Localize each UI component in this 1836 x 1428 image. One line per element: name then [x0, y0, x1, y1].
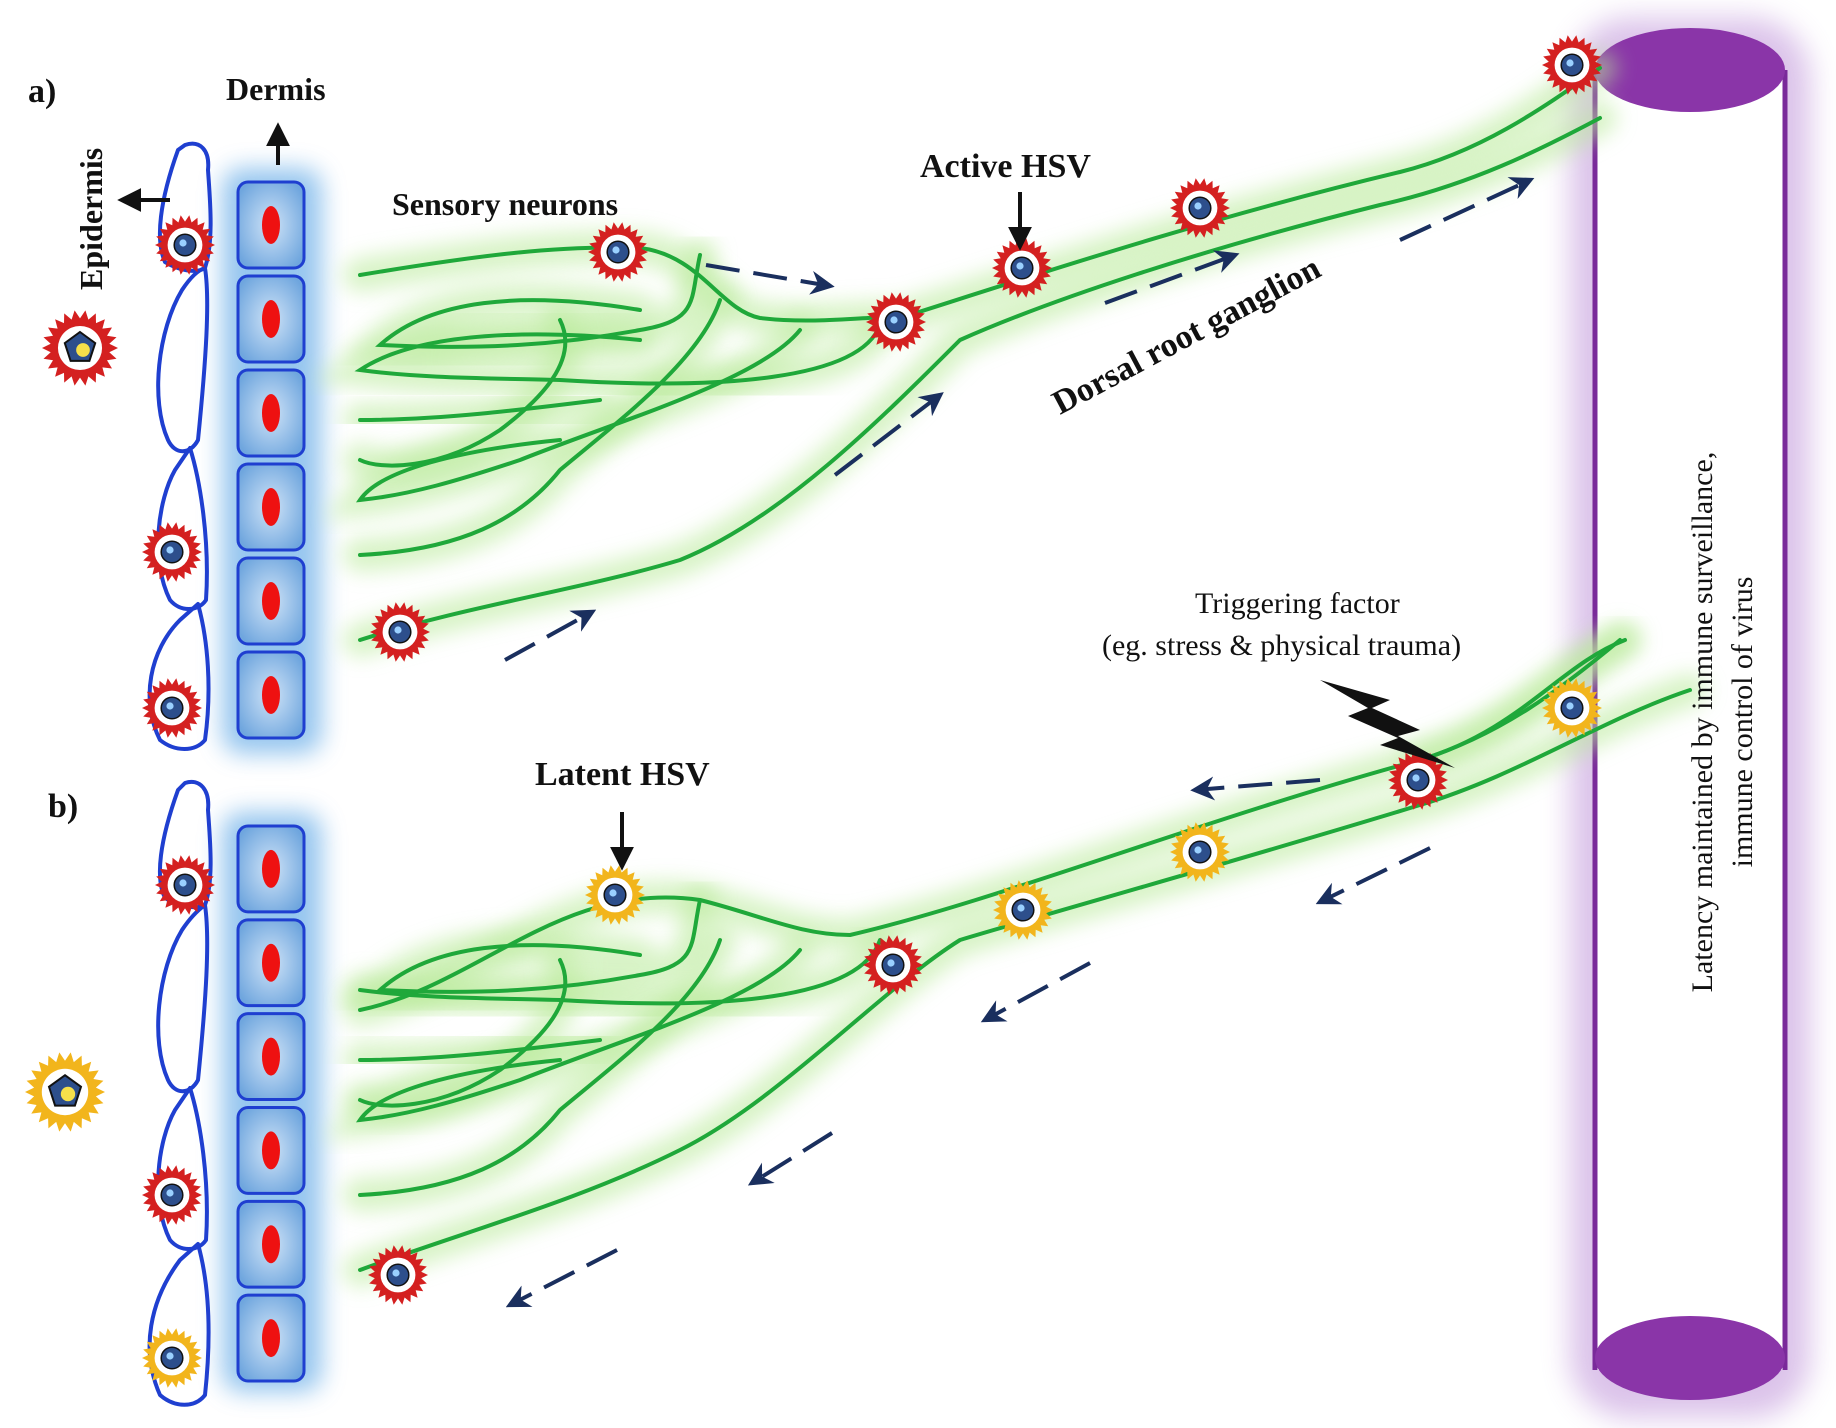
dermis-cell — [236, 556, 306, 646]
neuron-fiber — [358, 1038, 602, 1062]
dermis-cell — [236, 180, 306, 270]
active-hsv-virus — [155, 215, 215, 275]
trigger-label-line2: (eg. stress & physical trauma) — [1102, 629, 1461, 662]
panel-b-letter: b) — [48, 788, 78, 825]
transport-arrows-a — [504, 177, 1535, 662]
active-hsv-virus — [588, 222, 648, 282]
dermis-cell — [236, 1199, 306, 1289]
latent-hsv-virus — [25, 1052, 105, 1132]
latent-hsv-virus — [1170, 822, 1230, 882]
lightning-bolt-icon — [1320, 680, 1455, 768]
neuron-fiber — [354, 323, 882, 386]
active-hsv-label: Active HSV — [920, 148, 1091, 185]
dermis-cell — [236, 918, 306, 1008]
active-hsv-virus — [992, 238, 1052, 298]
panel-a-letter: a) — [28, 73, 56, 110]
sensory-neurons-label: Sensory neurons — [392, 186, 618, 222]
dermis-cell — [236, 274, 306, 364]
neuron-fiber — [358, 116, 1602, 642]
latent-hsv-virus — [1542, 678, 1602, 738]
active-hsv-virus — [142, 522, 202, 582]
active-hsv-virus — [142, 678, 202, 738]
sensory-neuron-b — [325, 623, 1707, 1287]
latency-label-line1: Latency maintained by immune surveillanc… — [1686, 452, 1719, 993]
dermis-cell — [236, 368, 306, 458]
label-arrows — [117, 122, 1032, 871]
neuron-fiber — [358, 958, 568, 1108]
active-hsv-virus — [1170, 178, 1230, 238]
neuron-fiber — [355, 948, 802, 1123]
neuron-fiber — [358, 298, 722, 557]
transport-arrows-b — [505, 776, 1431, 1308]
active-hsv-virus — [370, 602, 430, 662]
dermis-cell — [236, 462, 306, 552]
neuron-fiber — [358, 318, 568, 468]
active-hsv-virus — [368, 1245, 428, 1305]
dermis-cell — [236, 1012, 306, 1102]
latency-label-line2: immune control of virus — [1726, 577, 1759, 868]
epidermis-a — [147, 141, 213, 751]
neuron-fiber — [1418, 638, 1627, 762]
active-hsv-virus — [866, 292, 926, 352]
neuron-fiber — [358, 938, 722, 1197]
trigger-label-line1: Triggering factor — [1195, 587, 1400, 620]
neuron-fiber — [375, 898, 702, 994]
active-hsv-virus — [863, 935, 923, 995]
latent-hsv-virus — [585, 865, 645, 925]
dermis-label: Dermis — [226, 71, 326, 107]
active-hsv-virus — [1542, 35, 1602, 95]
active-hsv-virus — [42, 310, 118, 386]
active-hsv-virus — [1388, 750, 1448, 810]
active-hsv-virus — [142, 1165, 202, 1225]
neuron-fiber — [358, 938, 882, 1006]
dermis-cell — [236, 650, 306, 740]
latent-hsv-virus — [142, 1328, 202, 1388]
dermis-cell — [236, 1106, 306, 1195]
neuron-fiber — [358, 688, 1692, 1272]
neuron-fiber — [358, 398, 602, 422]
epidermis-b — [147, 779, 213, 1407]
dermis-cell — [236, 824, 306, 914]
latent-hsv-label: Latent HSV — [535, 756, 710, 793]
virus-markers — [25, 35, 1602, 1388]
active-hsv-virus — [155, 855, 215, 915]
latent-hsv-virus — [993, 880, 1053, 940]
dermis-cell — [236, 1293, 306, 1383]
neuron-fiber — [375, 253, 702, 349]
epidermis-label: Epidermis — [73, 148, 109, 290]
